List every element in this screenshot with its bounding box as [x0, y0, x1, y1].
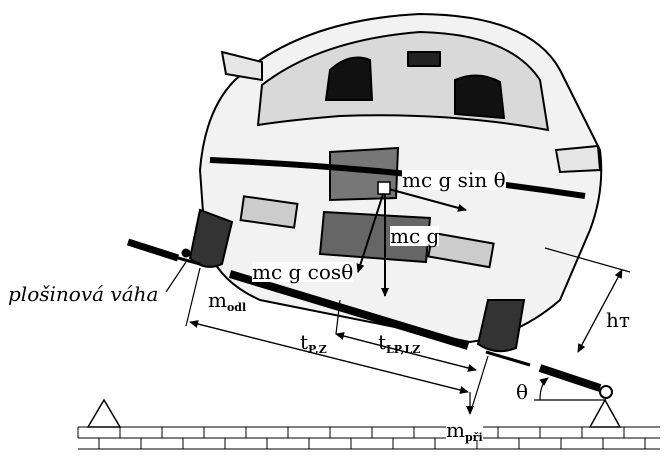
theta-label: θ — [516, 380, 529, 404]
scale-label: plošinová váha — [8, 282, 159, 306]
m-odl-label: modl — [208, 288, 247, 314]
force-g-label: mc g — [390, 224, 440, 248]
t-lplz-label: tLP,LZ — [378, 330, 421, 356]
car-front-view — [188, 12, 603, 353]
force-cos-label: mc g cosθ — [252, 260, 354, 284]
force-arrows — [356, 181, 467, 297]
right-support-triangle — [588, 398, 622, 428]
left-support-triangle — [86, 398, 122, 428]
tilted-platform — [126, 238, 613, 399]
dimension-lines — [165, 247, 631, 415]
h-t-label: hт — [606, 308, 630, 332]
ground-base — [77, 426, 660, 450]
force-sin-label: mc g sin θ — [402, 168, 506, 192]
t-pz-label: tP,Z — [300, 330, 327, 356]
m-pri-label: mpři — [446, 418, 483, 444]
